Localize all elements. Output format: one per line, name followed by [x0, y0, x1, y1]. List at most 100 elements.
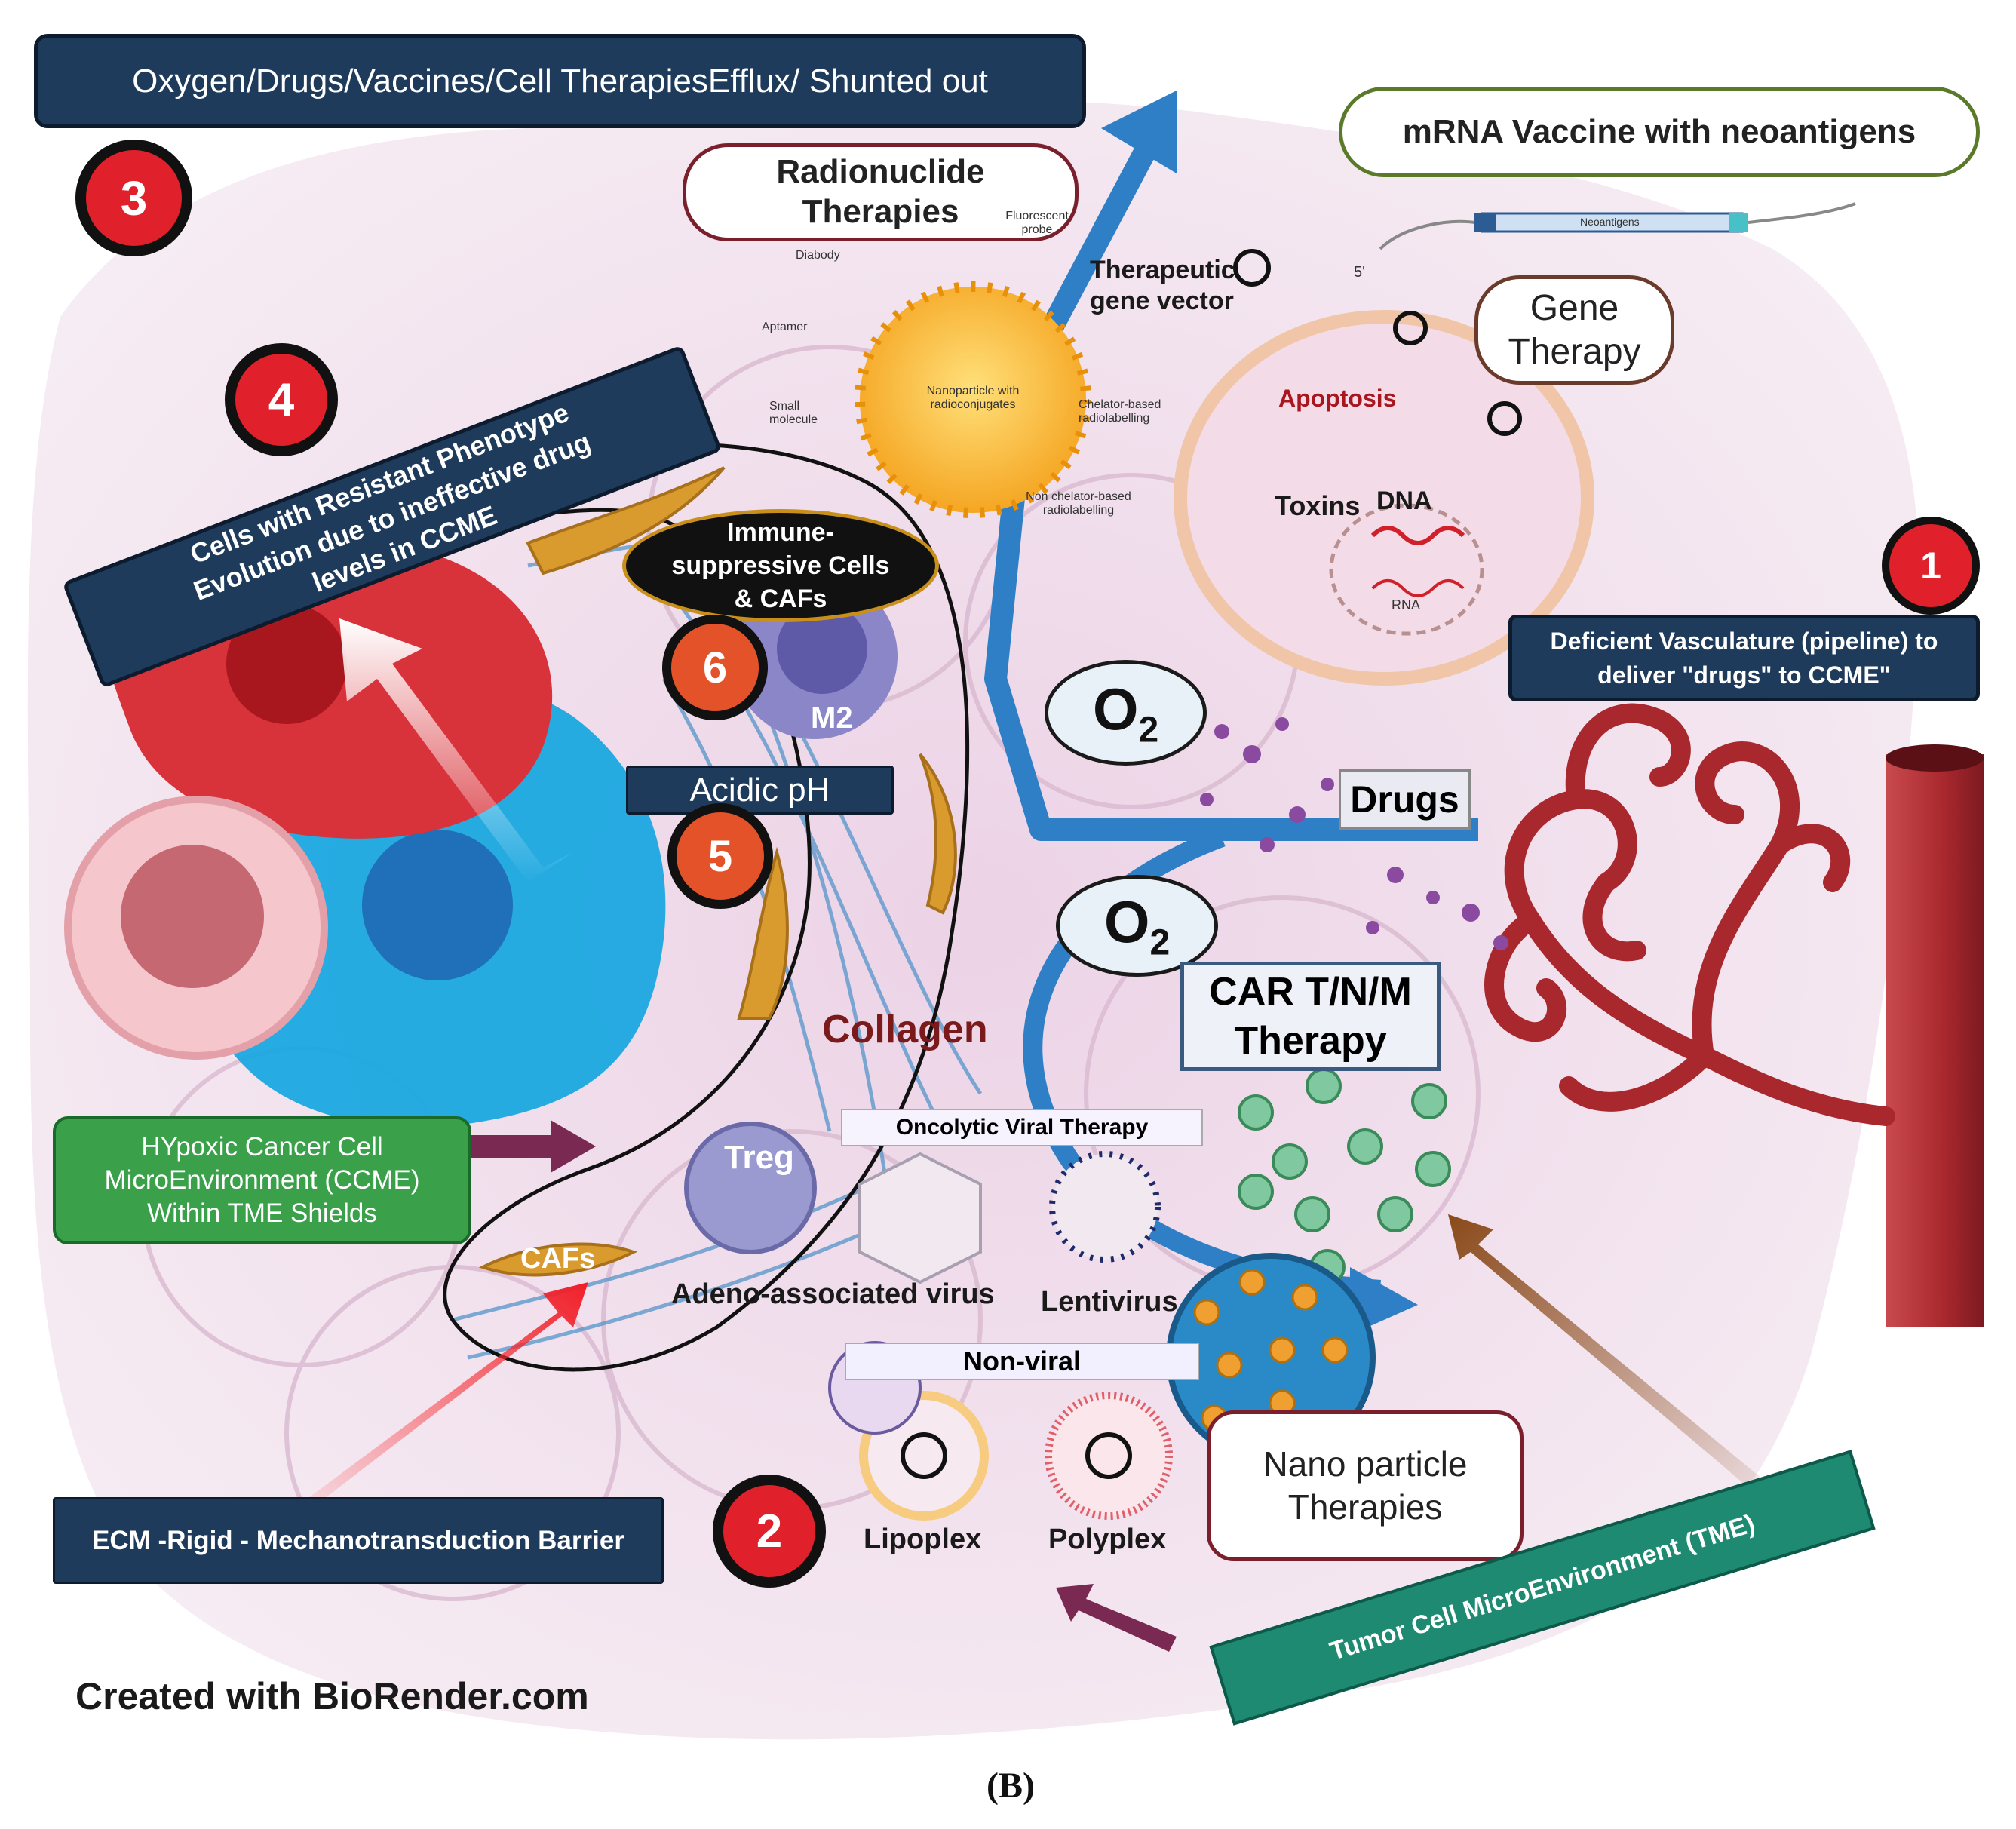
- o2-bubble-mid: O2: [1056, 875, 1218, 977]
- badge-4: 4: [225, 343, 338, 456]
- neoantigen-construct: [1481, 212, 1744, 233]
- dna-label: DNA: [1376, 486, 1432, 515]
- fluorescent-label: Fluorescent probe: [1005, 210, 1069, 236]
- neoantigens-label: Neoantigens: [1580, 216, 1640, 228]
- blood-vessel-icon: [1886, 754, 1984, 1327]
- cancer-cell-red-nucleus: [226, 603, 347, 724]
- deficient-vasculature-box: Deficient Vasculature (pipeline) to deli…: [1508, 615, 1980, 701]
- badge-5: 5: [667, 803, 773, 909]
- lipoplex-label: Lipoplex: [864, 1524, 982, 1555]
- apoptosis-label: Apoptosis: [1278, 385, 1397, 412]
- plasmid-icon-3: [1487, 401, 1522, 436]
- nano-particle-box: Nano particle Therapies: [1207, 1410, 1524, 1561]
- dna-helix-icon: [1370, 526, 1465, 545]
- treg-cell-icon: [684, 1122, 817, 1254]
- mrna-vaccine-label: mRNA Vaccine with neoantigens: [1402, 113, 1916, 150]
- nano-particle-label: Nano particle Therapies: [1263, 1444, 1468, 1527]
- non-viral-box: Non-viral: [845, 1343, 1199, 1380]
- badge-3: 3: [75, 140, 192, 256]
- badge-5-label: 5: [707, 831, 733, 881]
- plasmid-icon-2: [1393, 311, 1428, 345]
- immune-suppressive-label: Immune-suppressive Cells & CAFs: [671, 517, 890, 614]
- diabody-label: Diabody: [796, 249, 840, 262]
- oncolytic-box: Oncolytic Viral Therapy: [841, 1109, 1203, 1146]
- mrna-tail: [1379, 219, 1475, 250]
- oncolytic-label: Oncolytic Viral Therapy: [895, 1115, 1149, 1140]
- acidic-ph-box: Acidic pH: [626, 766, 894, 815]
- nano-particle-spheres: [1193, 1269, 1349, 1432]
- polyplex-label: Polyplex: [1048, 1524, 1167, 1555]
- acidic-ph-label: Acidic pH: [689, 771, 830, 809]
- badge-1-label: 1: [1920, 545, 1941, 587]
- therapeutic-vector-label: Therapeutic gene vector: [1090, 256, 1235, 315]
- lentivirus-icon: [1049, 1151, 1161, 1263]
- gene-therapy-box: Gene Therapy: [1474, 275, 1674, 385]
- immune-cell-nucleus: [121, 845, 264, 988]
- nanoparticle-label: Nanoparticle with radioconjugates: [926, 385, 1020, 411]
- gene-therapy-label: Gene Therapy: [1508, 287, 1641, 372]
- m2-label: M2: [811, 701, 853, 735]
- deficient-vasculature-label: Deficient Vasculature (pipeline) to deli…: [1550, 627, 1938, 689]
- radionuclide-label: Radionuclide Therapies: [776, 153, 985, 230]
- five-prime-label: 5': [1354, 264, 1365, 281]
- non-viral-label: Non-viral: [962, 1346, 1082, 1376]
- efflux-arrowhead: [1101, 91, 1177, 173]
- evolution-arrow: [339, 618, 573, 882]
- hypoxic-ccme-label: HYpoxic Cancer Cell MicroEnvironment (CC…: [104, 1132, 420, 1228]
- tme-purple-arrow: [1056, 1584, 1177, 1652]
- polyplex-icon: [1045, 1392, 1173, 1520]
- badge-6: 6: [662, 615, 768, 720]
- badge-4-label: 4: [268, 373, 295, 426]
- ecm-barrier-box: ECM -Rigid - Mechanotransduction Barrier: [53, 1497, 664, 1584]
- lipoplex-plasmid: [901, 1432, 947, 1479]
- drug-particles: [1200, 717, 1508, 950]
- construct-right-cap: [1729, 213, 1748, 232]
- macrophage-nucleus: [777, 603, 867, 694]
- aptamer-label: Aptamer: [762, 321, 808, 333]
- car-therapy-box: CAR T/N/M Therapy: [1180, 962, 1441, 1071]
- car-therapy-label: CAR T/N/M Therapy: [1209, 969, 1412, 1063]
- badge-2: 2: [713, 1475, 826, 1588]
- badge-2-label: 2: [756, 1505, 783, 1557]
- polyplex-plasmid: [1085, 1432, 1132, 1479]
- mrna-tail-right: [1748, 202, 1856, 224]
- badge-1: 1: [1882, 517, 1980, 615]
- aav-virus-icon: [858, 1152, 982, 1284]
- gene-therapy-cell: [1174, 310, 1594, 686]
- rna-label: RNA: [1392, 597, 1421, 612]
- plasmid-icon: [1233, 249, 1271, 287]
- efflux-banner-label: Oxygen/Drugs/Vaccines/Cell TherapiesEffl…: [132, 62, 988, 100]
- toxins-label: Toxins: [1275, 490, 1361, 521]
- rna-strand-icon: [1371, 579, 1465, 597]
- nucleus-dashed: [1329, 503, 1484, 636]
- non-chelator-label: Non chelator-based radiolabelling: [1026, 490, 1131, 517]
- collagen-label: Collagen: [822, 1008, 988, 1051]
- biorender-credit: Created with BioRender.com: [75, 1675, 589, 1717]
- mrna-vaccine-box: mRNA Vaccine with neoantigens: [1339, 87, 1980, 177]
- drugs-box: Drugs: [1339, 769, 1471, 830]
- chelator-label: Chelator-based radiolabelling: [1079, 398, 1161, 425]
- radionuclide-box: Radionuclide Therapies: [683, 143, 1079, 241]
- lentivirus-label: Lentivirus: [1041, 1286, 1178, 1318]
- o2-mid-label: O2: [1103, 888, 1171, 963]
- immune-suppressive-box: Immune-suppressive Cells & CAFs: [622, 509, 939, 622]
- badge-6-label: 6: [702, 643, 728, 692]
- cafs-label: CAFs: [520, 1243, 596, 1275]
- nanoparticle-icon: [855, 281, 1091, 518]
- drugs-label: Drugs: [1350, 778, 1459, 821]
- blood-vessel-opening: [1886, 744, 1984, 772]
- hypoxic-purple-arrow: [468, 1120, 596, 1173]
- ecm-barrier-label: ECM -Rigid - Mechanotransduction Barrier: [92, 1525, 624, 1555]
- hypoxic-ccme-box: HYpoxic Cancer Cell MicroEnvironment (CC…: [53, 1116, 471, 1244]
- o2-top-label: O2: [1092, 675, 1159, 750]
- treg-label: Treg: [724, 1139, 794, 1176]
- caf-cells: [478, 466, 957, 1277]
- cancer-cell-blue-nucleus: [362, 830, 513, 980]
- badge-3-label: 3: [120, 170, 148, 226]
- tme-arrow: [1448, 1214, 1780, 1505]
- efflux-banner: Oxygen/Drugs/Vaccines/Cell TherapiesEffl…: [34, 34, 1086, 128]
- construct-left-cap: [1474, 213, 1496, 232]
- aav-label: Adeno-associated virus: [671, 1278, 995, 1310]
- o2-bubble-top: O2: [1045, 660, 1207, 766]
